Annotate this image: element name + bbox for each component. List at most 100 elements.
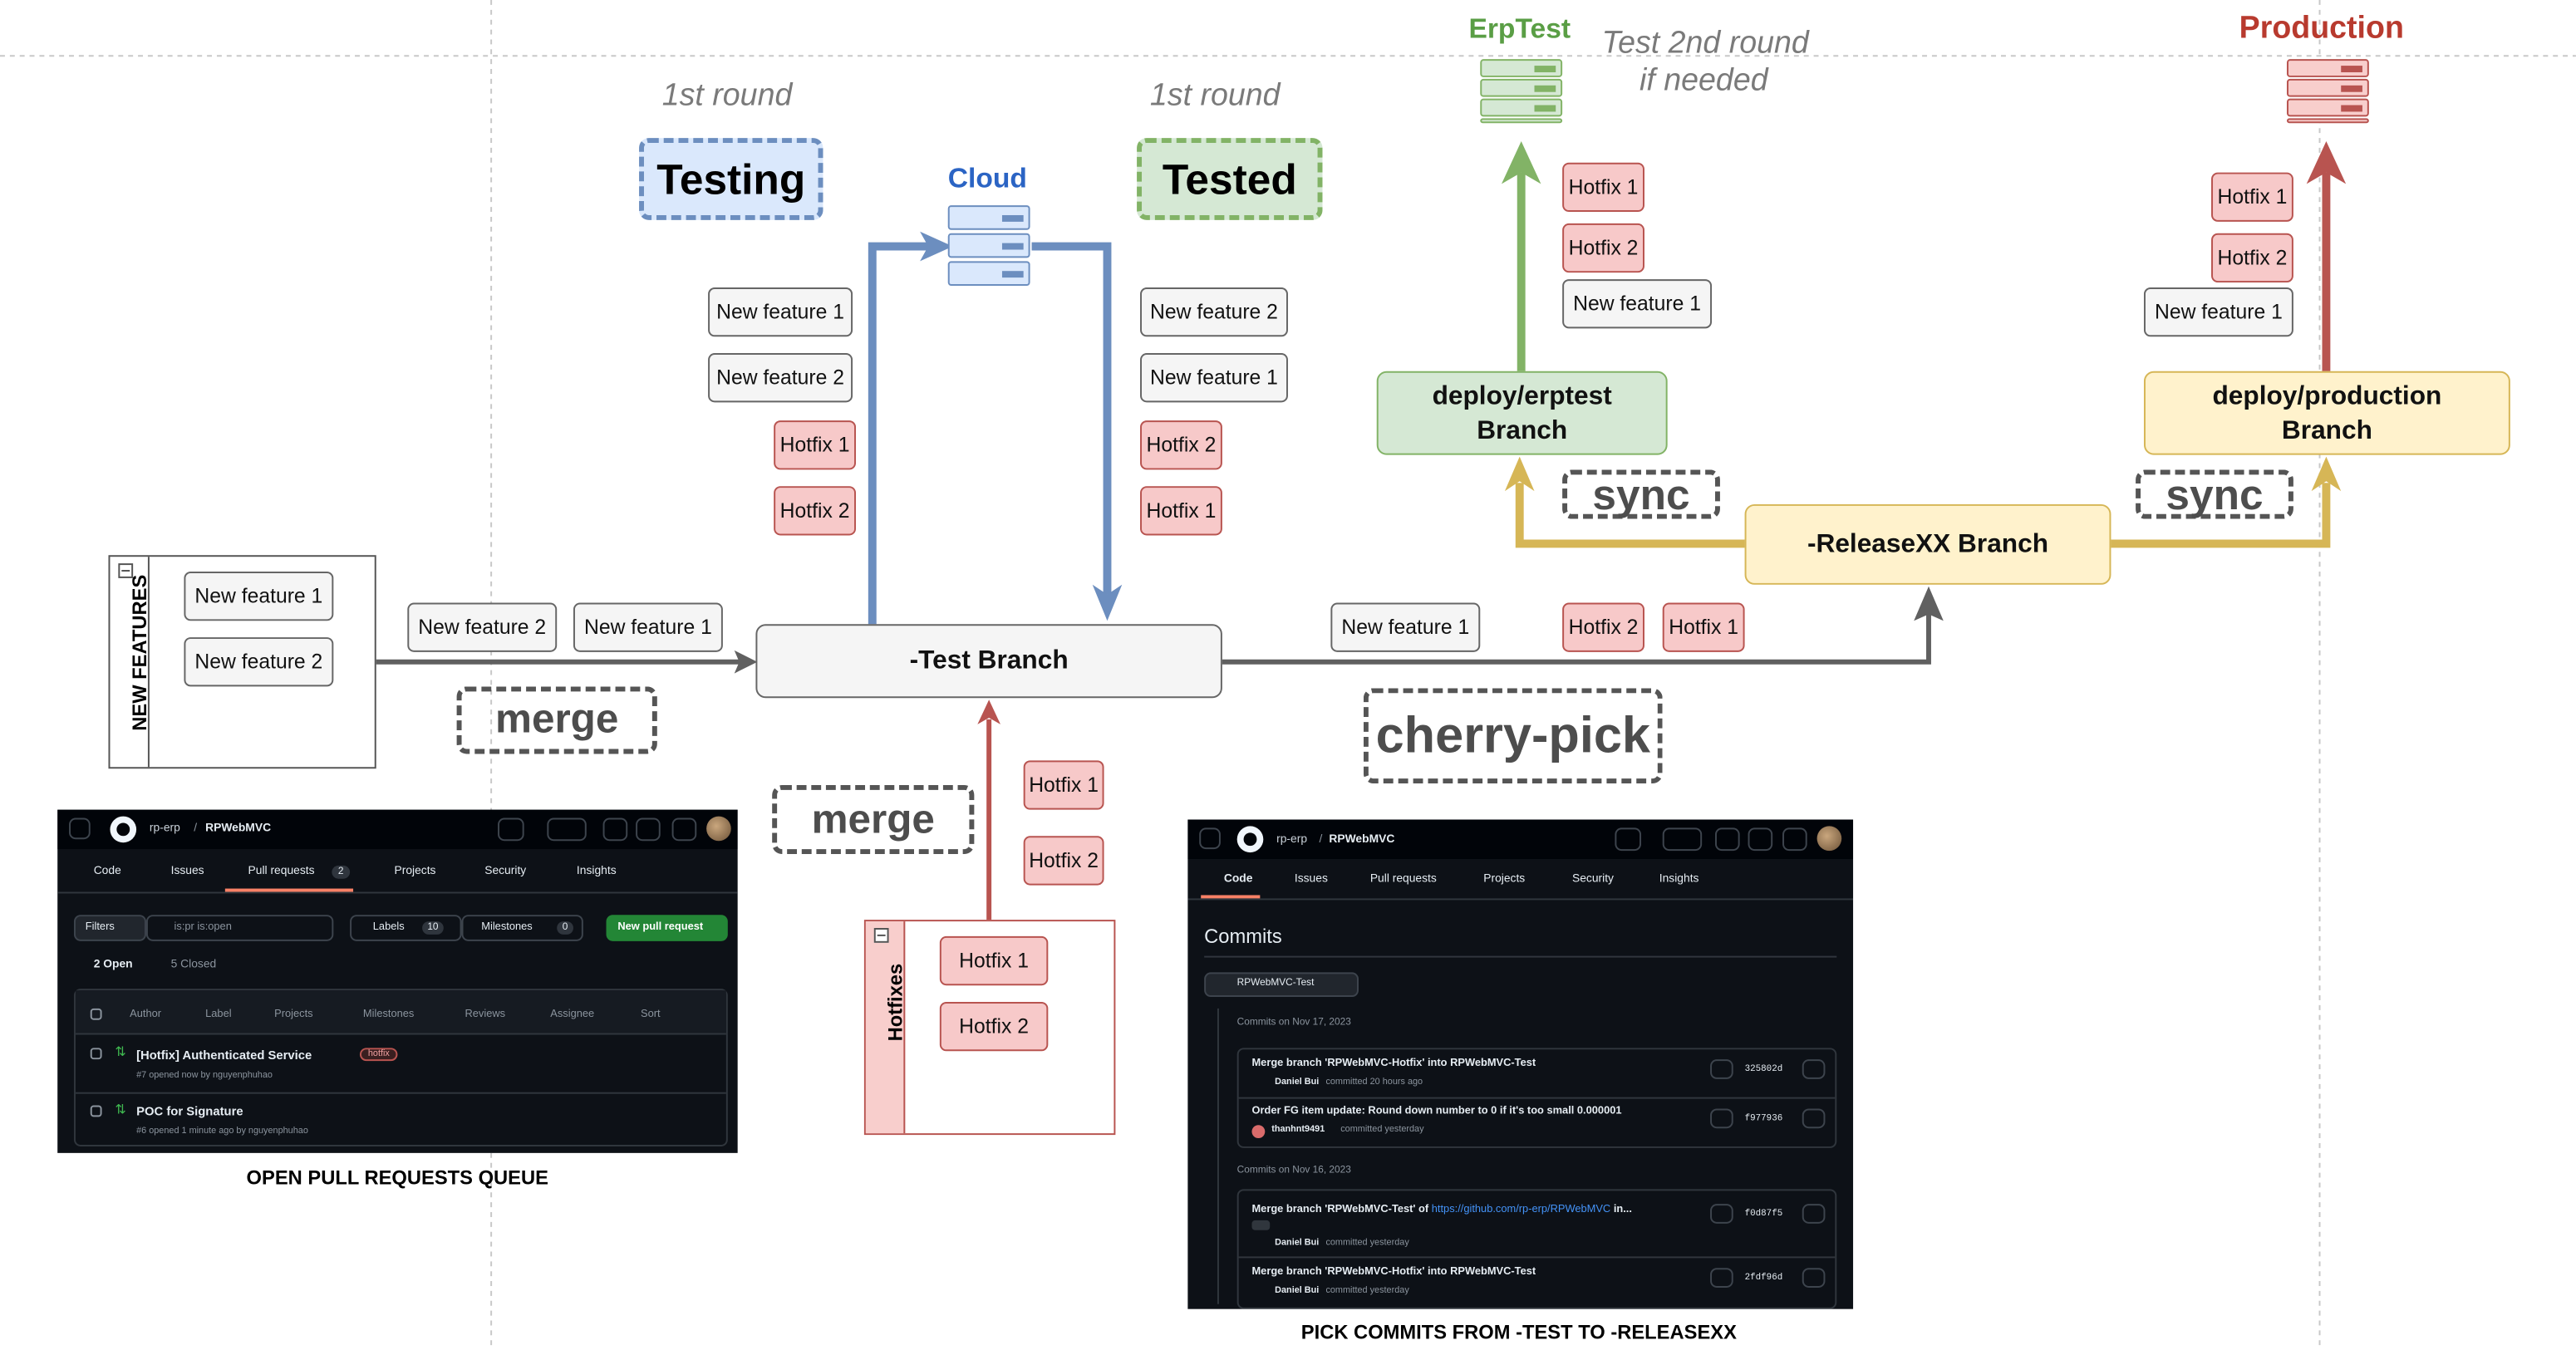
repo-name[interactable]: RPWebMVC	[1329, 834, 1395, 847]
tab-security[interactable]: Security	[484, 865, 527, 877]
production-branch[interactable]: deploy/production Branch	[2143, 371, 2510, 455]
avatar[interactable]	[1816, 826, 1842, 852]
commit-message[interactable]: Order FG item update: Round down number …	[1251, 1105, 1622, 1117]
commit-message[interactable]: Merge branch 'RPWebMVC-Hotfix' into RPWe…	[1251, 1058, 1536, 1070]
tested-card: New feature 1	[1140, 353, 1288, 403]
select-all-checkbox[interactable]	[90, 1008, 102, 1020]
create-new-icon[interactable]	[547, 817, 587, 842]
search-icon[interactable]	[1615, 827, 1642, 852]
commit-sha[interactable]: 325802d	[1744, 1063, 1783, 1074]
if-needed-label: if needed	[1639, 64, 1768, 99]
arrowhead-test-bottom	[977, 700, 1000, 724]
open-count[interactable]: 2 Open	[93, 959, 133, 971]
merge-label-left: merge	[456, 686, 657, 754]
commit-sha[interactable]: f0d87f5	[1744, 1207, 1783, 1219]
issues-icon[interactable]	[602, 817, 628, 842]
row-checkbox[interactable]	[90, 1105, 102, 1117]
tab-issues[interactable]: Issues	[170, 865, 204, 877]
commit-message-link[interactable]: https://github.com/rp-erp/RPWebMVC	[1431, 1204, 1611, 1215]
commit-sha[interactable]: f977936	[1744, 1112, 1783, 1124]
col-author[interactable]: Author	[130, 1008, 162, 1020]
list-item: New feature 2	[184, 637, 334, 687]
commit-author[interactable]: Daniel Bui	[1275, 1238, 1320, 1249]
copy-sha-icon[interactable]	[1710, 1059, 1733, 1079]
erptest-branch-line1: deploy/erptest	[1432, 381, 1612, 410]
tab-pull-requests[interactable]: Pull requests	[248, 865, 315, 877]
tab-code[interactable]: Code	[93, 865, 121, 877]
release-branch[interactable]: -ReleaseXX Branch	[1744, 503, 2111, 585]
issues-icon[interactable]	[1714, 827, 1740, 852]
tab-issues[interactable]: Issues	[1294, 873, 1328, 886]
labels-button[interactable]	[350, 915, 462, 941]
col-reviews[interactable]: Reviews	[465, 1008, 506, 1020]
copy-sha-icon[interactable]	[1710, 1204, 1733, 1224]
hamburger-icon[interactable]	[69, 817, 91, 840]
tab-code[interactable]: Code	[1223, 873, 1253, 886]
create-new-icon[interactable]	[1662, 827, 1703, 852]
collapse-icon[interactable]	[118, 563, 134, 578]
browse-code-icon[interactable]	[1802, 1059, 1826, 1079]
commit-message[interactable]: Merge branch 'RPWebMVC-Test' of https://…	[1251, 1204, 1631, 1215]
expand-message-button[interactable]	[1251, 1220, 1271, 1230]
copy-sha-icon[interactable]	[1710, 1108, 1733, 1129]
new-pull-request-button[interactable]	[606, 915, 728, 941]
col-projects[interactable]: Projects	[274, 1008, 313, 1020]
commits-screenshot: rp-erp / RPWebMVC Code Issues Pull reque…	[1187, 819, 1854, 1309]
erptest-server-icon	[1480, 59, 1563, 125]
pr-title[interactable]: POC for Signature	[136, 1103, 243, 1119]
label-badge[interactable]: hotfix	[359, 1048, 398, 1062]
filters-button[interactable]	[73, 915, 146, 941]
commit-message[interactable]: Merge branch 'RPWebMVC-Hotfix' into RPWe…	[1251, 1266, 1536, 1279]
browse-code-icon[interactable]	[1802, 1268, 1826, 1288]
pull-requests-screenshot: rp-erp / RPWebMVC Code Issues Pull reque…	[57, 809, 738, 1153]
erptest-branch[interactable]: deploy/erptest Branch	[1376, 371, 1668, 455]
arrowhead-erptest-branch	[1504, 456, 1535, 492]
row-divider	[1238, 1097, 1836, 1099]
commit-author[interactable]: Daniel Bui	[1275, 1077, 1320, 1087]
pull-requests-icon[interactable]	[1748, 827, 1773, 852]
browse-code-icon[interactable]	[1802, 1108, 1826, 1129]
inbox-icon[interactable]	[1782, 827, 1807, 852]
row-checkbox[interactable]	[90, 1048, 102, 1060]
tab-security[interactable]: Security	[1571, 873, 1615, 886]
new-pull-request-label: New pull request	[617, 921, 704, 933]
collapse-icon[interactable]	[873, 928, 889, 943]
test-2nd-round-label: Test 2nd round	[1601, 26, 1809, 61]
tab-pull-requests[interactable]: Pull requests	[1369, 873, 1437, 886]
col-milestones[interactable]: Milestones	[362, 1008, 415, 1020]
org-name[interactable]: rp-erp	[149, 822, 180, 835]
col-sort[interactable]: Sort	[641, 1008, 661, 1020]
gh-header	[57, 809, 738, 850]
milestones-button[interactable]	[461, 915, 583, 941]
org-name[interactable]: rp-erp	[1276, 834, 1308, 847]
test-branch[interactable]: -Test Branch	[755, 624, 1222, 699]
inbox-icon[interactable]	[671, 817, 697, 842]
hamburger-icon[interactable]	[1199, 827, 1221, 850]
branch-selector[interactable]	[1204, 972, 1359, 998]
search-icon[interactable]	[498, 817, 524, 842]
github-logo-icon[interactable]	[1236, 826, 1264, 853]
tab-projects[interactable]: Projects	[394, 865, 436, 877]
tab-insights[interactable]: Insights	[576, 865, 617, 877]
commit-sha[interactable]: 2fdf96d	[1744, 1271, 1783, 1284]
tab-projects[interactable]: Projects	[1483, 873, 1526, 886]
commit-author[interactable]: thanhnt9491	[1271, 1125, 1325, 1136]
sync-label-right: sync	[2136, 469, 2293, 519]
repo-name[interactable]: RPWebMVC	[205, 822, 272, 835]
connector-test-to-release	[1222, 607, 1931, 665]
github-logo-icon[interactable]	[110, 816, 137, 843]
avatar[interactable]	[706, 816, 731, 842]
row-divider	[1238, 1256, 1836, 1259]
col-label[interactable]: Label	[205, 1008, 232, 1020]
erptest-card: Hotfix 1	[1562, 162, 1644, 213]
closed-count[interactable]: 5 Closed	[170, 959, 217, 971]
pr-title[interactable]: [Hotfix] Authenticated Service	[136, 1048, 312, 1063]
tab-insights[interactable]: Insights	[1659, 873, 1699, 886]
browse-code-icon[interactable]	[1802, 1204, 1826, 1224]
pull-requests-icon[interactable]	[636, 817, 661, 842]
search-input[interactable]	[145, 915, 334, 941]
commit-author[interactable]: Daniel Bui	[1275, 1285, 1320, 1296]
col-assignee[interactable]: Assignee	[550, 1008, 595, 1020]
copy-sha-icon[interactable]	[1710, 1268, 1733, 1288]
labels-count: 10	[422, 921, 444, 935]
